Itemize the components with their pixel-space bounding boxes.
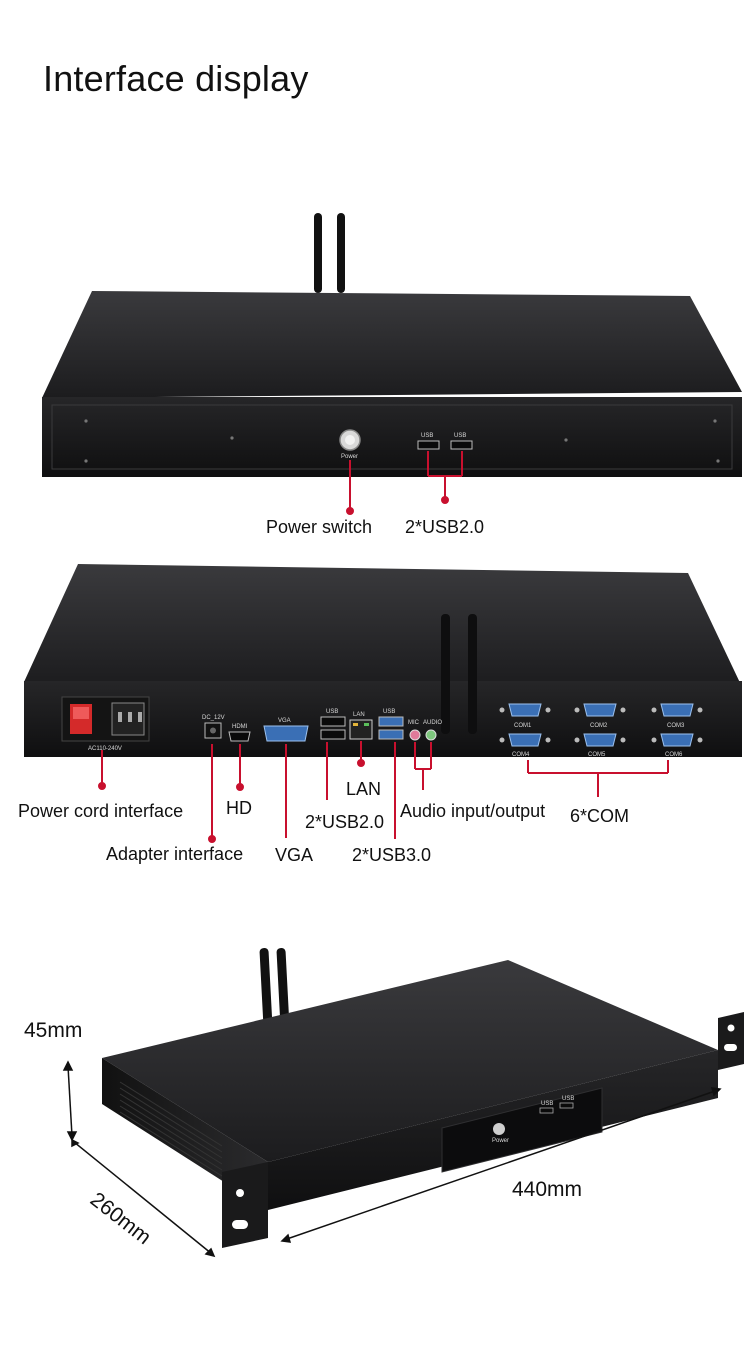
callout-front-usb2: 2*USB2.0 (405, 517, 485, 537)
com-port-icon (660, 703, 694, 717)
svg-text:DC_12V: DC_12V (202, 715, 225, 721)
rack-ear-right (718, 1012, 744, 1070)
svg-text:USB: USB (562, 1096, 574, 1102)
usb-port-icon (320, 716, 346, 727)
svg-text:COM2: COM2 (590, 723, 608, 729)
svg-text:USB: USB (383, 709, 395, 715)
com-port-icon (508, 703, 542, 717)
mic-jack-icon (409, 729, 421, 741)
svg-text:USB: USB (326, 709, 338, 715)
svg-text:COM1: COM1 (514, 723, 532, 729)
antenna-icon (468, 614, 477, 734)
callout-usb3: 2*USB3.0 (352, 845, 432, 865)
svg-text:COM6: COM6 (665, 752, 683, 758)
usb-port-icon (539, 1107, 554, 1114)
callout-vga: VGA (275, 845, 314, 865)
usb3-port-icon (378, 716, 404, 727)
power-button-icon (493, 1123, 505, 1135)
callout-lan: LAN (346, 779, 382, 799)
svg-text:USB: USB (541, 1101, 553, 1107)
usb3-port-icon (378, 729, 404, 740)
callout-rear-usb2: 2*USB2.0 (305, 812, 385, 832)
callout-hd: HD (226, 798, 252, 818)
svg-text:AUDIO: AUDIO (423, 720, 442, 726)
antenna-icon (337, 213, 345, 293)
com-port-icon (583, 703, 617, 717)
antenna-icon (314, 213, 322, 293)
usb-port-icon (450, 440, 473, 450)
dimension-height-label: 45mm (24, 1019, 83, 1042)
svg-text:USB: USB (454, 433, 466, 439)
svg-text:USB: USB (421, 433, 433, 439)
callout-audio: Audio input/output (400, 801, 546, 821)
callout-power-switch: Power switch (266, 517, 373, 537)
svg-text:AC110-240V: AC110-240V (88, 746, 122, 752)
callout-com: 6*COM (570, 806, 630, 826)
vga-port-icon (263, 725, 309, 742)
usb-port-icon (417, 440, 440, 450)
svg-text:MIC: MIC (408, 720, 420, 726)
com-port-icon (583, 733, 617, 747)
svg-text:COM3: COM3 (667, 723, 685, 729)
svg-text:COM4: COM4 (512, 752, 530, 758)
rack-ear-left (222, 1162, 268, 1248)
com-port-icon (508, 733, 542, 747)
callout-adapter: Adapter interface (106, 844, 244, 864)
angled-device: Power USB USB (102, 948, 744, 1248)
svg-text:HDMI: HDMI (232, 724, 248, 730)
front-callout-lines (346, 451, 463, 515)
dimension-lines (62, 1060, 722, 1258)
svg-text:LAN: LAN (353, 712, 365, 718)
front-panel-device: Power USB USB (42, 213, 742, 477)
com-ports: COM1 COM2 COM3 COM4 COM5 COM6 (499, 703, 703, 758)
audio-jack-icon (425, 729, 437, 741)
rear-panel-device: AC110-240V DC_12V HDMI VGA USB LAN USB M… (24, 564, 742, 758)
svg-text:VGA: VGA (278, 718, 291, 724)
callout-power-cord: Power cord interface (18, 801, 184, 821)
svg-text:Power: Power (492, 1138, 509, 1144)
antenna-icon (441, 614, 450, 734)
usb-port-icon (559, 1102, 574, 1109)
page-title: Interface display (43, 58, 309, 99)
hdmi-port-icon (228, 731, 251, 742)
lan-port-icon (349, 719, 373, 740)
power-label: Power (341, 454, 358, 460)
usb-port-icon (320, 729, 346, 740)
svg-text:COM5: COM5 (588, 752, 606, 758)
dimension-width-label: 440mm (512, 1178, 583, 1201)
com-port-icon (660, 733, 694, 747)
rear-callout-lines (98, 741, 669, 843)
